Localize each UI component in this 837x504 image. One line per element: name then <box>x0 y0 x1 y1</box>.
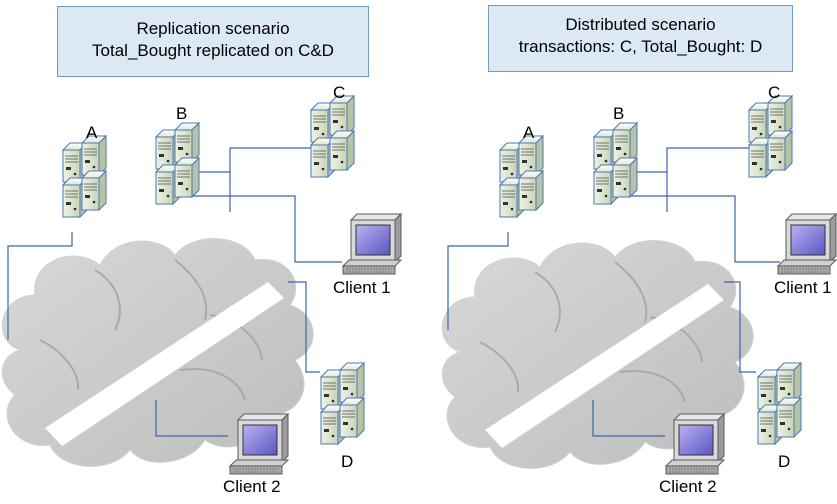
right-client2-computer-icon <box>665 413 725 475</box>
left-title-line1: Replication scenario <box>136 19 290 38</box>
right-label-b: B <box>613 104 625 123</box>
right-label-c: C <box>768 83 781 102</box>
right-title-line1: Distributed scenario <box>565 15 716 34</box>
left-label-c: C <box>333 83 346 102</box>
left-label-a: A <box>86 123 98 142</box>
right-panel <box>441 96 837 475</box>
right-label-a: A <box>523 123 535 142</box>
right-title-box: Distributed scenario transactions: C, To… <box>488 5 793 72</box>
right-network-links <box>447 147 780 437</box>
left-server-c-icon <box>311 96 354 177</box>
right-label-d: D <box>778 452 791 471</box>
right-client1-computer-icon <box>777 213 837 275</box>
left-label-client1: Client 1 <box>333 278 391 297</box>
right-label-client2: Client 2 <box>659 477 717 496</box>
right-label-client1: Client 1 <box>774 278 832 297</box>
right-server-d-icon <box>758 363 801 444</box>
left-panel <box>1 96 402 475</box>
left-server-b-icon <box>156 123 199 204</box>
left-server-a-icon <box>63 136 106 217</box>
left-label-d: D <box>341 452 354 471</box>
right-server-a-icon <box>500 136 543 217</box>
right-server-c-icon <box>749 96 792 177</box>
left-title-box: Replication scenario Total_Bought replic… <box>57 6 369 77</box>
right-title-line2: transactions: C, Total_Bought: D <box>518 37 763 56</box>
left-label-b: B <box>176 104 188 123</box>
left-client1-computer-icon <box>342 213 402 275</box>
right-server-b-icon <box>594 123 637 204</box>
left-client2-computer-icon <box>229 413 289 475</box>
left-label-client2: Client 2 <box>223 477 281 496</box>
left-server-d-icon <box>321 363 364 444</box>
left-title-line2: Total_Bought replicated on C&D <box>92 41 334 60</box>
